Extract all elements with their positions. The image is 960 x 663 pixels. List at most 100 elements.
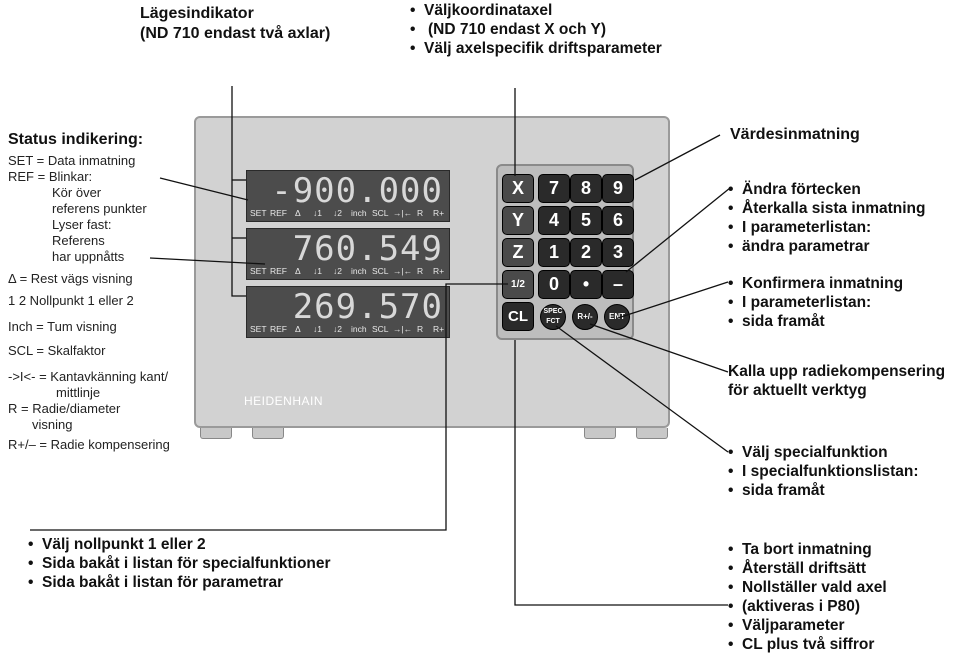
indicator-inch: inch bbox=[351, 324, 367, 334]
indicator-ref: REF bbox=[270, 266, 287, 276]
indicator-inch: inch bbox=[351, 266, 367, 276]
status-row: visning bbox=[32, 417, 73, 432]
indicator-datum-2: ↓2 bbox=[333, 324, 342, 334]
key-5[interactable]: 5 bbox=[570, 206, 602, 235]
status-row: Kör över bbox=[52, 185, 102, 200]
status-row: referens punkter bbox=[52, 201, 147, 216]
key-minus[interactable]: – bbox=[602, 270, 634, 299]
note-item: Återkalla sista inmatning bbox=[728, 199, 925, 218]
key-9[interactable]: 9 bbox=[602, 174, 634, 203]
axis-select-notes: Väljkoordinataxel (ND 710 endast X och Y… bbox=[410, 1, 662, 58]
note-item: Sida bakåt i listan för parametrar bbox=[28, 573, 331, 592]
indicator-r: R bbox=[417, 208, 424, 218]
note-item: Välj axelspecifik driftsparameter bbox=[410, 39, 662, 58]
note-line: Kalla upp radiekompensering bbox=[728, 363, 946, 380]
note-item: Ta bort inmatning bbox=[728, 540, 887, 559]
note-item: sida framåt bbox=[728, 312, 903, 331]
key-7[interactable]: 7 bbox=[538, 174, 570, 203]
indicator-scl: SCL bbox=[372, 208, 389, 218]
key-0[interactable]: 0 bbox=[538, 270, 570, 299]
note-item: sida framåt bbox=[728, 481, 919, 500]
axis-display-1: -900.000 SET REF Δ ↓1 ↓2 inch SCL →|← R … bbox=[246, 170, 450, 222]
status-row: ->I<- = Kantavkänning kant/ bbox=[8, 369, 169, 384]
indicator-inch: inch bbox=[351, 208, 367, 218]
note-item: I parameterlistan: bbox=[728, 218, 925, 237]
indicator-delta: Δ bbox=[295, 208, 301, 218]
indicator-rplus: R+ bbox=[433, 208, 445, 218]
position-indicator-label: Lägesindikator (ND 710 endast två axlar) bbox=[140, 4, 330, 44]
indicator-datum-1: ↓1 bbox=[313, 266, 322, 276]
display-value: -900.000 bbox=[271, 171, 443, 211]
label-line: Lägesindikator bbox=[140, 5, 254, 22]
axis-display-2: 760.549 SET REF Δ ↓1 ↓2 inch SCL →|← R R… bbox=[246, 228, 450, 280]
status-row: SET = Data inmatning bbox=[8, 153, 136, 168]
note-item: (aktiveras i P80) bbox=[728, 597, 887, 616]
indicator-edge: →|← bbox=[393, 208, 413, 218]
label-line: (ND 710 endast två axlar) bbox=[140, 25, 331, 42]
key-y[interactable]: Y bbox=[502, 206, 534, 235]
enter-key-notes: Konfirmera inmatning I parameterlistan: … bbox=[728, 274, 903, 331]
key-radius-compensation[interactable]: R+/- bbox=[572, 304, 598, 330]
status-row: R = Radie/diameter bbox=[8, 401, 121, 416]
status-row: Lyser fast: bbox=[52, 217, 112, 232]
key-decimal-point[interactable]: • bbox=[570, 270, 602, 299]
display-value: 760.549 bbox=[292, 229, 443, 269]
indicator-datum-2: ↓2 bbox=[333, 266, 342, 276]
key-8[interactable]: 8 bbox=[570, 174, 602, 203]
status-row: Referens bbox=[52, 233, 105, 248]
brand-logo: HEIDENHAIN bbox=[244, 394, 324, 408]
indicator-set: SET bbox=[250, 324, 267, 334]
keypad: X Y Z 1/2 CL 7 8 9 4 5 6 1 2 3 0 • – SPE… bbox=[496, 164, 634, 340]
note-item: Välj specialfunktion bbox=[728, 443, 919, 462]
display-value: 269.570 bbox=[292, 287, 443, 327]
key-2[interactable]: 2 bbox=[570, 238, 602, 267]
device-foot bbox=[636, 428, 668, 439]
note-line: för aktuellt verktyg bbox=[728, 382, 867, 399]
note-item: ändra parametrar bbox=[728, 237, 925, 256]
special-function-notes: Välj specialfunktion I specialfunktionsl… bbox=[728, 443, 919, 500]
device-foot bbox=[584, 428, 616, 439]
note-item: I specialfunktionslistan: bbox=[728, 462, 919, 481]
key-1[interactable]: 1 bbox=[538, 238, 570, 267]
key-special-function[interactable]: SPEC FCT bbox=[540, 304, 566, 330]
indicator-ref: REF bbox=[270, 208, 287, 218]
note-item: Nollställer vald axel bbox=[728, 578, 887, 597]
note-item: Ändra förtecken bbox=[728, 180, 925, 199]
indicator-r: R bbox=[417, 324, 424, 334]
indicator-rplus: R+ bbox=[433, 324, 445, 334]
note-text: ändra parametrar bbox=[742, 238, 870, 255]
note-item: I parameterlistan: bbox=[728, 293, 903, 312]
note-item: Konfirmera inmatning bbox=[728, 274, 903, 293]
device-foot bbox=[252, 428, 284, 439]
status-row: Inch = Tum visning bbox=[8, 319, 117, 334]
status-row: SCL = Skalfaktor bbox=[8, 343, 106, 358]
key-datum-select[interactable]: 1/2 bbox=[502, 270, 534, 299]
key-4[interactable]: 4 bbox=[538, 206, 570, 235]
key-3[interactable]: 3 bbox=[602, 238, 634, 267]
indicator-r: R bbox=[417, 266, 424, 276]
indicator-ref: REF bbox=[270, 324, 287, 334]
axis-display-3: 269.570 SET REF Δ ↓1 ↓2 inch SCL →|← R R… bbox=[246, 286, 450, 338]
status-legend: Status indikering: SET = Data inmatning … bbox=[8, 130, 188, 453]
indicator-scl: SCL bbox=[372, 324, 389, 334]
key-enter[interactable]: ENT bbox=[604, 304, 630, 330]
clear-key-notes: Ta bort inmatning Återställ driftsätt No… bbox=[728, 540, 887, 654]
indicator-edge: →|← bbox=[393, 324, 413, 334]
radius-comp-note: Kalla upp radiekompensering för aktuellt… bbox=[728, 362, 945, 400]
indicator-delta: Δ bbox=[295, 324, 301, 334]
note-item: Återställ driftsätt bbox=[728, 559, 887, 578]
indicator-datum-2: ↓2 bbox=[333, 208, 342, 218]
key-z[interactable]: Z bbox=[502, 238, 534, 267]
sign-key-notes: Ändra förtecken Återkalla sista inmatnin… bbox=[728, 180, 925, 256]
note-text: sida framåt bbox=[742, 482, 825, 499]
status-title: Status indikering: bbox=[8, 131, 144, 148]
key-x[interactable]: X bbox=[502, 174, 534, 203]
note-text: sida framåt bbox=[742, 313, 825, 330]
indicator-delta: Δ bbox=[295, 266, 301, 276]
indicator-datum-1: ↓1 bbox=[313, 324, 322, 334]
note-text: (aktiveras i P80) bbox=[742, 598, 861, 615]
indicator-scl: SCL bbox=[372, 266, 389, 276]
key-6[interactable]: 6 bbox=[602, 206, 634, 235]
key-clear[interactable]: CL bbox=[502, 302, 534, 331]
status-row: Δ = Rest vägs visning bbox=[8, 271, 133, 286]
